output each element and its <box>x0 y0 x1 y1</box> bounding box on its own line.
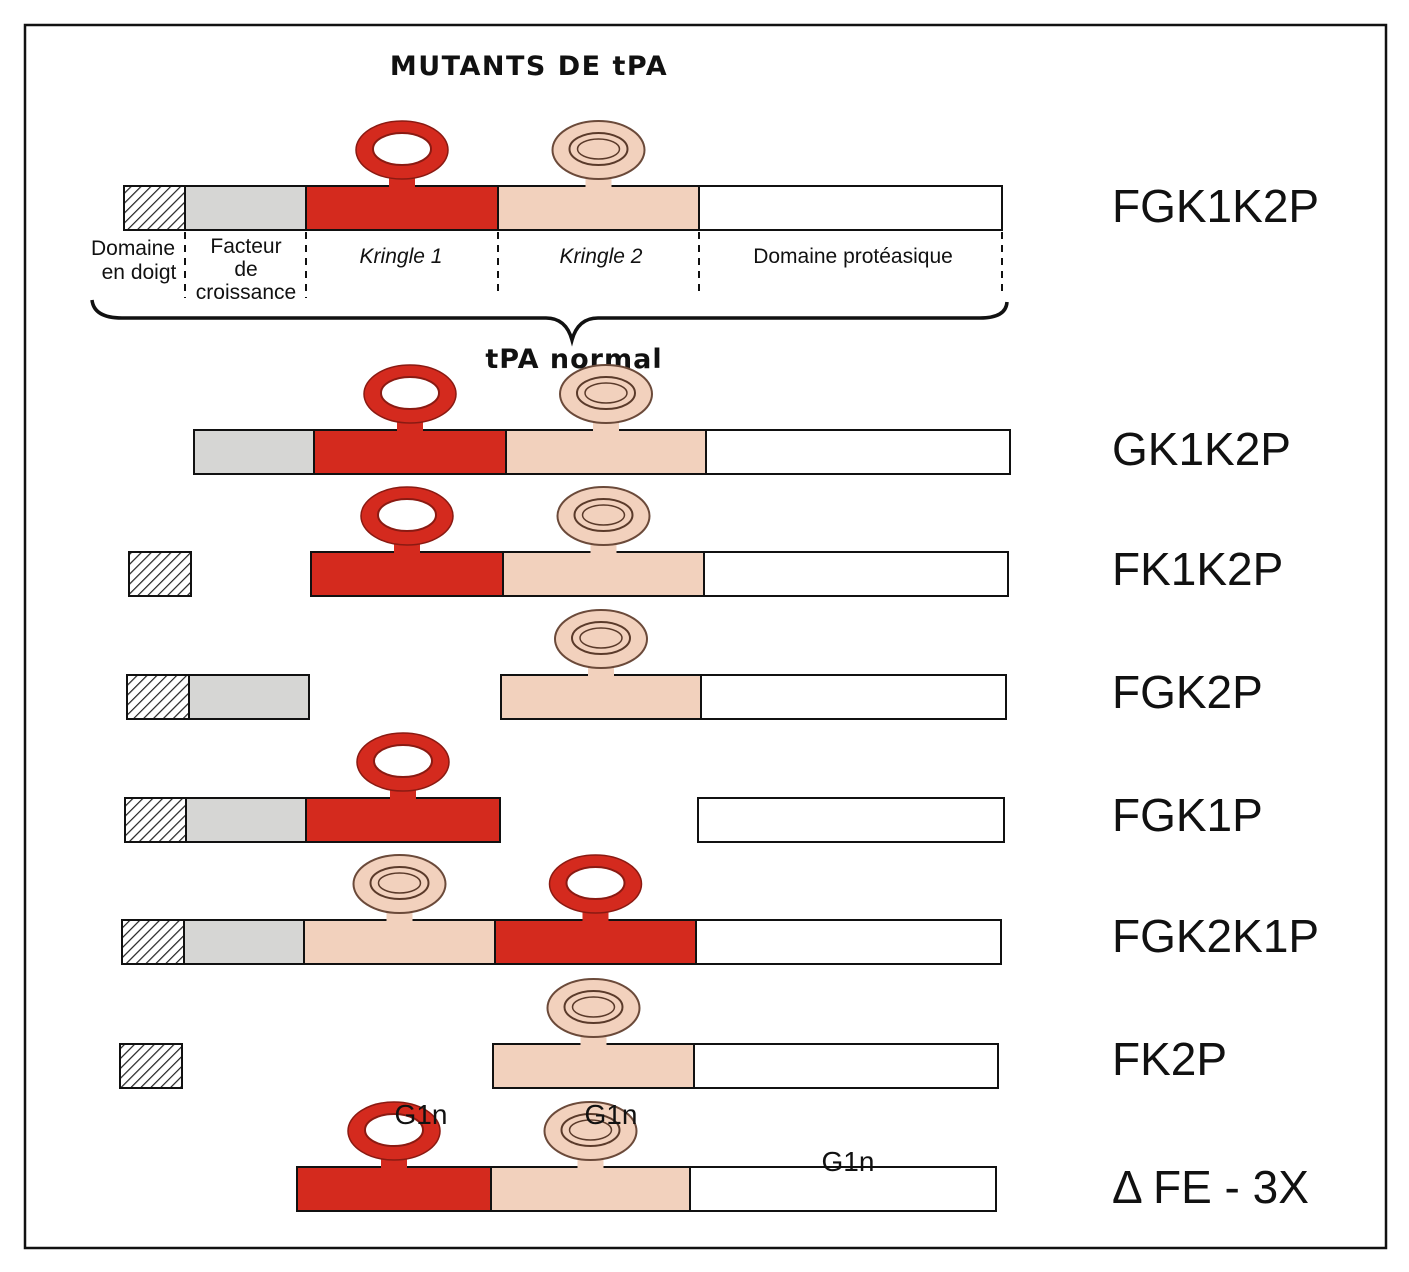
kringle1-domain <box>313 429 507 475</box>
kringle-loop-inner <box>576 138 621 160</box>
finger-domain <box>126 674 190 720</box>
construct-label: FGK2K1P <box>1112 910 1319 962</box>
protease-domain <box>698 185 1003 231</box>
growth-factor-label-line3: croissance <box>196 281 296 304</box>
protease-domain <box>689 1166 997 1212</box>
kringle2-domain <box>490 1166 691 1212</box>
protease-domain <box>703 551 1009 597</box>
kringle2-domain <box>497 185 700 231</box>
kringle-loop-inner <box>571 996 616 1018</box>
kringle1-domain <box>494 919 697 965</box>
kringle2-label: Kringle 2 <box>560 245 643 268</box>
finger-domain-label-line1: Domaine <box>91 237 175 260</box>
figure-title: MUTANTS DE tPA <box>390 51 668 82</box>
construct-row: FK2P <box>119 978 1227 1089</box>
kringle-loop <box>363 364 457 434</box>
kringle-loop <box>559 364 653 434</box>
construct-rows: FGK1K2P GK1K2P FK1K2P FGK2P FGK1P FGK2K1P FK2P… <box>119 120 1319 1213</box>
finger-domain <box>121 919 185 965</box>
kringle-loop-hole <box>364 1113 424 1147</box>
construct-label: GK1K2P <box>1112 423 1291 475</box>
kringle-loop-inner <box>579 627 623 649</box>
kringle-loop-inner <box>584 382 628 404</box>
construct-row: FGK1P <box>124 732 1263 843</box>
figure-frame <box>23 23 1388 1250</box>
kringle2-domain <box>505 429 707 475</box>
construct-label: FK1K2P <box>1112 543 1283 595</box>
kringle-loop <box>347 1101 441 1171</box>
kringle-loop <box>360 486 454 556</box>
kringle1-domain <box>305 797 501 843</box>
kringle1-domain <box>305 185 499 231</box>
protease-domain <box>697 797 1005 843</box>
kringle-loop-inner <box>377 872 422 894</box>
growth-factor-domain <box>188 674 310 720</box>
construct-row: GK1K2P <box>193 364 1291 475</box>
kringle-loop-hole <box>380 376 440 410</box>
finger-domain-label-line2: en doigt <box>102 261 177 284</box>
kringle-loop-hole <box>377 498 437 532</box>
construct-label: Δ FE - 3X <box>1112 1161 1309 1213</box>
kringle1-domain <box>296 1166 492 1212</box>
kringle-loop-hole <box>373 744 433 778</box>
kringle2-domain <box>492 1043 695 1089</box>
kringle-loop <box>546 978 641 1048</box>
construct-row: FGK2K1P <box>121 854 1319 965</box>
finger-domain <box>119 1043 183 1089</box>
normal-tpa-brace <box>90 299 1009 347</box>
glycosylation-site-label: G1n <box>822 1146 875 1177</box>
kringle-loop <box>356 732 450 802</box>
domain-annotation: Domaine en doigt Facteur de croissance K… <box>90 232 1009 375</box>
protease-domain-label: Domaine protéasique <box>753 245 953 268</box>
protease-domain <box>700 674 1007 720</box>
kringle-loop <box>556 486 651 556</box>
construct-row: FGK2P <box>126 609 1263 720</box>
construct-label: FK2P <box>1112 1033 1227 1085</box>
kringle2-domain <box>500 674 702 720</box>
kringle2-domain <box>303 919 496 965</box>
finger-domain <box>128 551 192 597</box>
kringle-loop-hole <box>565 866 626 900</box>
protease-domain <box>705 429 1011 475</box>
kringle-loop <box>543 1101 638 1171</box>
glycosylation-site-label: G1n <box>395 1099 448 1130</box>
growth-factor-domain <box>193 429 315 475</box>
growth-factor-domain <box>184 185 307 231</box>
growth-factor-label-line1: Facteur <box>210 235 281 258</box>
kringle1-label: Kringle 1 <box>360 245 443 268</box>
kringle-loop <box>352 854 447 924</box>
protease-domain <box>693 1043 999 1089</box>
kringle1-domain <box>310 551 504 597</box>
kringle-loop <box>551 120 646 190</box>
kringle-loop <box>548 854 643 924</box>
growth-factor-domain <box>185 797 307 843</box>
kringle-loop <box>554 609 648 679</box>
growth-factor-label-line2: de <box>234 258 257 281</box>
growth-factor-domain <box>183 919 305 965</box>
construct-label: FGK2P <box>1112 666 1263 718</box>
domain-separators <box>184 232 1003 298</box>
construct-row: FGK1K2P <box>123 120 1319 232</box>
construct-row: FK1K2P <box>128 486 1283 597</box>
construct-label: FGK1P <box>1112 789 1263 841</box>
kringle-loop-hole <box>372 132 432 166</box>
finger-domain <box>123 185 186 231</box>
kringle2-domain <box>502 551 705 597</box>
construct-label: FGK1K2P <box>1112 180 1319 232</box>
protease-domain <box>695 919 1002 965</box>
kringle-loop <box>355 120 449 190</box>
normal-tpa-label: tPA normal <box>485 344 662 375</box>
glycosylation-site-label: G1n <box>585 1099 638 1130</box>
finger-domain <box>124 797 187 843</box>
kringle-loop-inner <box>581 504 626 526</box>
kringle-loop-inner <box>568 1119 613 1141</box>
